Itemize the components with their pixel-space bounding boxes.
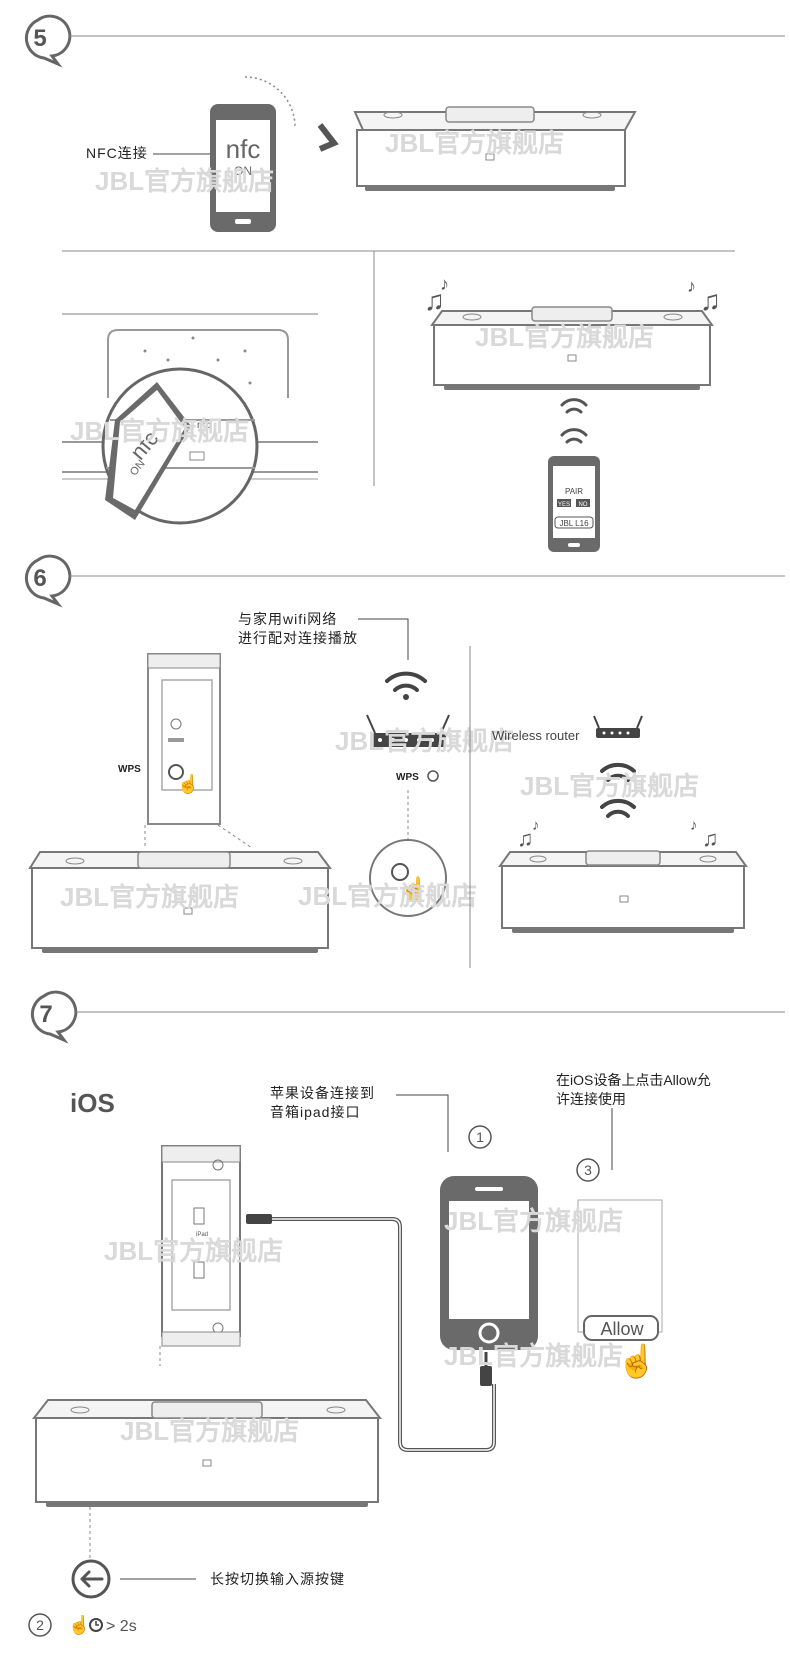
- pair-yes: YES: [558, 502, 570, 508]
- nfc-connect-label: NFC连接: [86, 145, 148, 161]
- svg-text:♪: ♪: [690, 817, 698, 834]
- step-number-3: 3: [577, 1159, 599, 1181]
- clock-icon: [90, 1619, 102, 1631]
- nfc-phone: nfc ON: [210, 77, 295, 232]
- svg-text:♪: ♪: [532, 817, 540, 834]
- watermark: JBL官方旗舰店: [95, 166, 274, 196]
- watermark: JBL官方旗舰店: [298, 881, 477, 911]
- phone-nfc-text: nfc: [226, 134, 261, 164]
- svg-text:3: 3: [584, 1162, 592, 1178]
- hand-press-icon: ☝: [68, 1614, 90, 1636]
- pairing-phone: PAIR YES NO JBL L16: [548, 456, 600, 552]
- allow-label-line1: 在iOS设备上点击Allow允: [556, 1072, 711, 1088]
- step-7-number: 7: [39, 1001, 52, 1028]
- allow-button: Allow: [600, 1319, 644, 1339]
- pair-device-name: JBL L16: [559, 519, 589, 528]
- svg-text:1: 1: [476, 1129, 484, 1145]
- step-7-badge: 7: [32, 992, 75, 1040]
- home-wifi-label-line1: 与家用wifi网络: [238, 611, 337, 627]
- svg-text:♪: ♪: [440, 274, 449, 294]
- step-6-badge: 6: [26, 556, 69, 604]
- step-number-1: 1: [469, 1126, 491, 1148]
- hand-press-icon: ☝: [177, 773, 199, 795]
- arrow-chevron-icon: [320, 125, 334, 149]
- watermark: JBL官方旗舰店: [475, 322, 654, 352]
- watermark: JBL官方旗舰店: [335, 726, 514, 756]
- music-note-icon: ♫ ♪ ♫ ♪: [517, 817, 719, 851]
- svg-text:♫: ♫: [702, 826, 719, 851]
- watermark: JBL官方旗舰店: [520, 771, 699, 801]
- wifi-signal-icon: [562, 400, 586, 442]
- connect-label-line2: 音箱ipad接口: [270, 1104, 360, 1120]
- step-5-badge: 5: [26, 16, 69, 64]
- home-wifi-label-line2: 进行配对连接播放: [238, 630, 358, 646]
- allow-label-line2: 许连接使用: [556, 1091, 626, 1107]
- ios-title: iOS: [70, 1088, 115, 1118]
- watermark: JBL官方旗舰店: [60, 882, 239, 912]
- svg-text:♪: ♪: [687, 276, 696, 296]
- step-5-number: 5: [33, 25, 46, 52]
- watermark: JBL官方旗舰店: [444, 1206, 623, 1236]
- watermark: JBL官方旗舰店: [385, 128, 564, 158]
- iphone-device: [440, 1176, 538, 1350]
- connect-label-line1: 苹果设备连接到: [270, 1085, 375, 1101]
- dock-panel-wps: ☝: [148, 654, 220, 824]
- watermark: JBL官方旗舰店: [104, 1236, 283, 1266]
- watermark: JBL官方旗舰店: [444, 1341, 623, 1371]
- wireless-router-icon: [594, 716, 642, 738]
- step-number-2: 2: [29, 1614, 51, 1636]
- svg-text:♫: ♫: [700, 285, 721, 316]
- pair-title: PAIR: [565, 487, 583, 496]
- wps-label-router: WPS: [396, 772, 419, 783]
- source-key-label: 长按切换输入源按键: [210, 1571, 345, 1587]
- wps-router-button: [428, 771, 438, 781]
- speaker-section6-right: [500, 851, 746, 933]
- watermark: JBL官方旗舰店: [70, 416, 249, 446]
- input-source-icon: [73, 1561, 109, 1597]
- wireless-router-label: Wireless router: [492, 728, 580, 743]
- watermark: JBL官方旗舰店: [120, 1416, 299, 1446]
- wps-label-dock: WPS: [118, 764, 141, 775]
- step-6-number: 6: [33, 565, 46, 592]
- pair-no: NO: [579, 502, 588, 508]
- svg-text:2: 2: [36, 1617, 44, 1633]
- hold-time-label: > 2s: [106, 1618, 137, 1635]
